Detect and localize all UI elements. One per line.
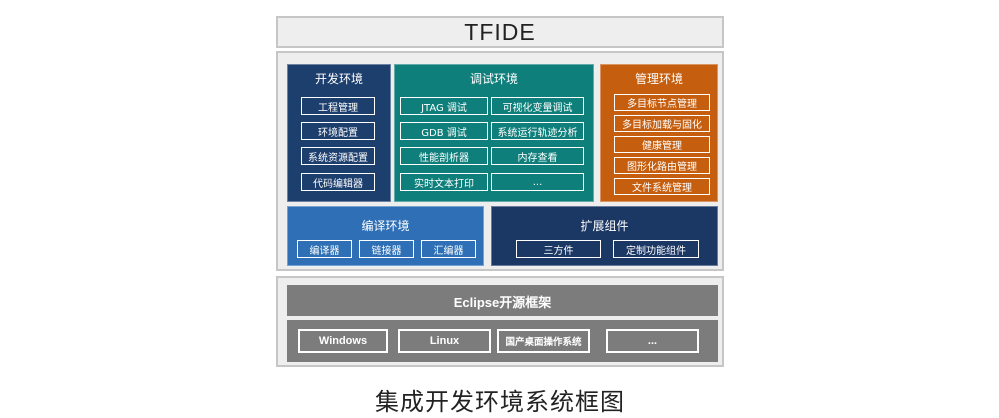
debug-item-memory-view: 内存查看	[491, 147, 584, 165]
mgmt-item-health: 健康管理	[614, 136, 710, 153]
compile-item-compiler: 编译器	[297, 240, 352, 258]
platform-windows: Windows	[298, 329, 388, 353]
dev-item-env-config: 环境配置	[301, 122, 375, 140]
debug-item-jtag: JTAG 调试	[400, 97, 488, 115]
eclipse-framework-bar: Eclipse开源框架	[287, 285, 718, 316]
debug-item-realtime-print: 实时文本打印	[400, 173, 488, 191]
platform-more: ...	[606, 329, 699, 353]
dev-environment-panel: 开发环境 工程管理 环境配置 系统资源配置 代码编辑器	[287, 64, 391, 202]
diagram-caption: 集成开发环境系统框图	[375, 388, 625, 416]
debug-item-trace-analysis: 系统运行轨迹分析	[491, 122, 584, 140]
extension-title: 扩展组件	[580, 219, 629, 233]
debug-item-visual-var: 可视化变量调试	[491, 97, 584, 115]
ext-item-third-party: 三方件	[516, 240, 601, 258]
platform-domestic-os: 国产桌面操作系统	[497, 329, 590, 353]
mgmt-item-node: 多目标节点管理	[614, 94, 710, 111]
debug-environment-panel: 调试环境 JTAG 调试 可视化变量调试 GDB 调试 系统运行轨迹分析 性能剖…	[394, 64, 594, 202]
platform-linux: Linux	[398, 329, 491, 353]
extension-panel: 扩展组件 三方件 定制功能组件	[491, 206, 718, 266]
compile-item-assembler: 汇编器	[421, 240, 476, 258]
dev-item-project: 工程管理	[301, 97, 375, 115]
debug-item-more: ...	[491, 173, 584, 191]
debug-item-gdb: GDB 调试	[400, 122, 488, 140]
tfide-title: TFIDE	[464, 18, 536, 45]
mgmt-item-load-firm: 多目标加载与固化	[614, 115, 710, 132]
dev-item-code-editor: 代码编辑器	[301, 173, 375, 191]
tfide-title-box: TFIDE	[276, 16, 724, 48]
compile-item-linker: 链接器	[359, 240, 414, 258]
compile-environment-panel: 编译环境 编译器 链接器 汇编器	[287, 206, 484, 266]
ext-item-custom: 定制功能组件	[613, 240, 699, 258]
dev-environment-title: 开发环境	[314, 72, 363, 86]
platform-bar: Windows Linux 国产桌面操作系统 ...	[287, 320, 718, 362]
mgmt-item-filesystem: 文件系统管理	[614, 178, 710, 195]
mgmt-environment-title: 管理环境	[634, 72, 683, 86]
eclipse-framework-label: Eclipse开源框架	[453, 295, 552, 310]
dev-item-resource-config: 系统资源配置	[301, 147, 375, 165]
mgmt-item-routing: 图形化路由管理	[614, 157, 710, 174]
debug-environment-title: 调试环境	[469, 72, 518, 86]
compile-environment-title: 编译环境	[361, 219, 410, 233]
mgmt-environment-panel: 管理环境 多目标节点管理 多目标加载与固化 健康管理 图形化路由管理 文件系统管…	[600, 64, 718, 202]
debug-item-profiler: 性能剖析器	[400, 147, 488, 165]
